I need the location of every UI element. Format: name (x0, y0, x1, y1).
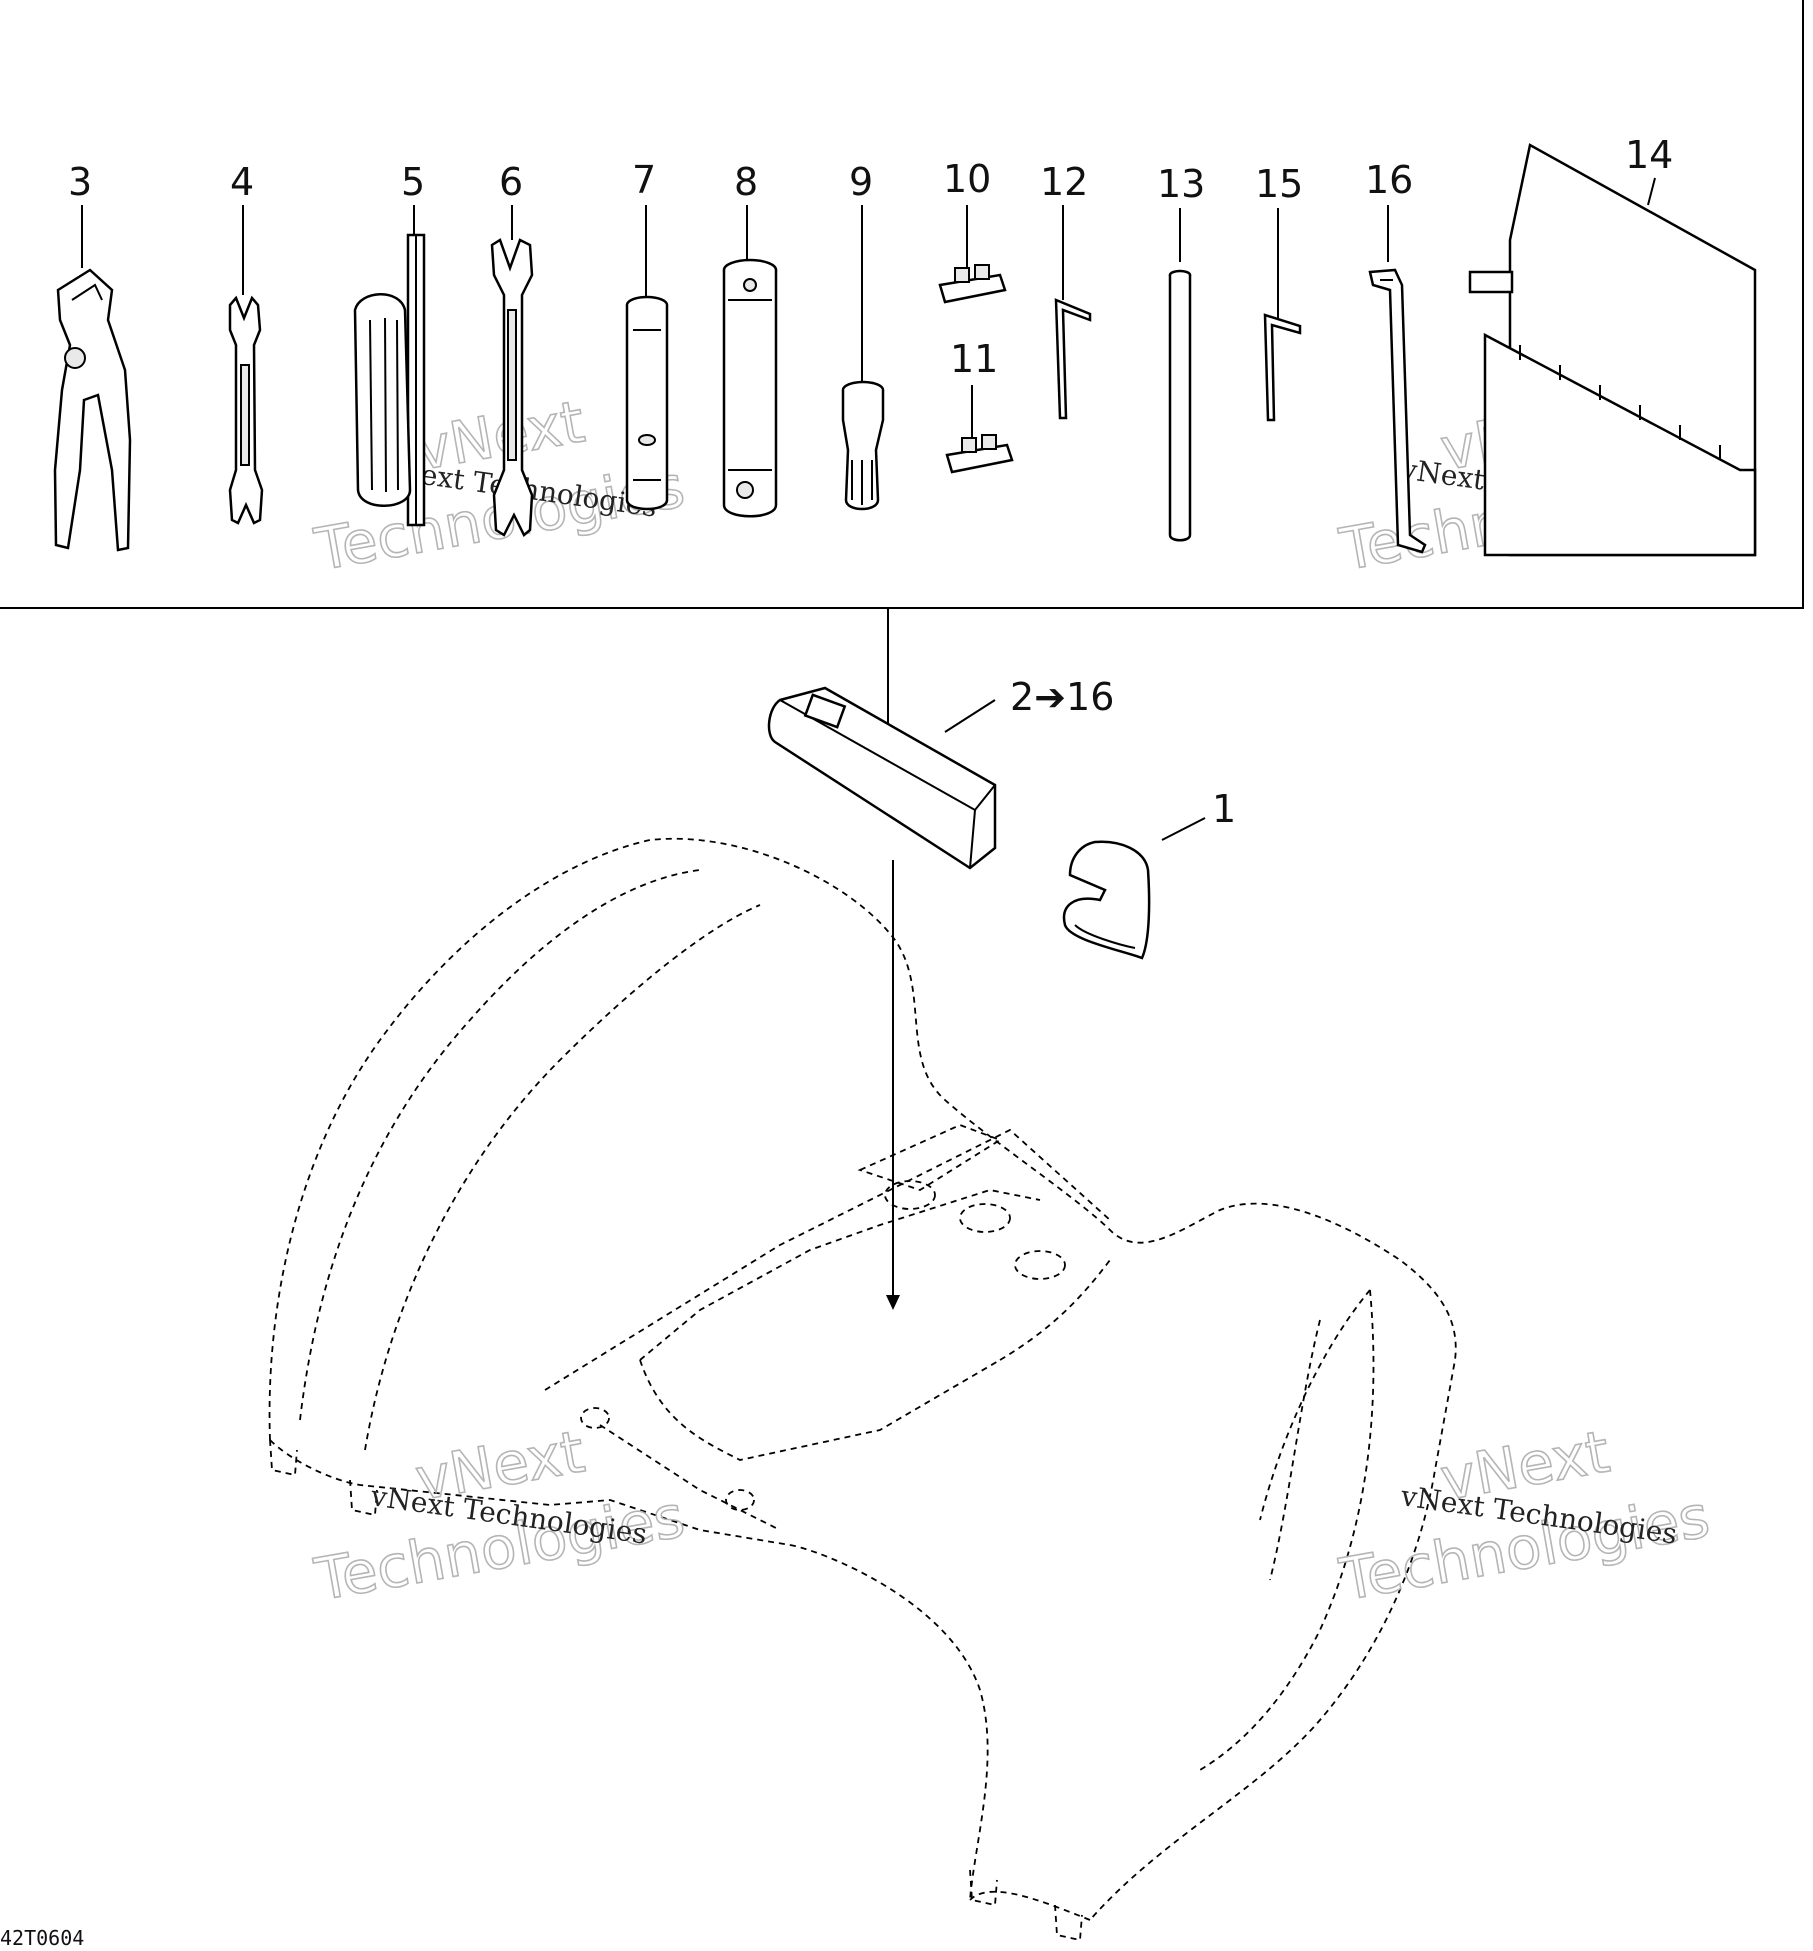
callout-label-3: 3 (68, 160, 92, 204)
callout-15: 15 (1255, 162, 1303, 318)
callout-label-10: 10 (943, 157, 991, 201)
callout-13: 13 (1157, 162, 1205, 262)
allen-key-15-icon (1263, 313, 1302, 422)
fuse-10-icon (938, 264, 1007, 304)
callout-label-1: 1 (1212, 787, 1236, 831)
rear-fender-outline (268, 837, 1457, 1942)
callout-label-11: 11 (950, 337, 998, 381)
strap-icon (1062, 840, 1151, 960)
toolkit-frame (0, 0, 1804, 609)
callout-label-7: 7 (632, 158, 656, 202)
callout-label-4: 4 (230, 160, 254, 204)
callout-5: 5 (401, 160, 425, 235)
wrench-small-icon (228, 295, 264, 525)
callout-6: 6 (499, 160, 523, 240)
callout-2-16: 2➔16 (944, 675, 1114, 733)
watermark-lower-left: vNext Technologies vNext Technologies (309, 1417, 690, 1615)
callout-label-2-16: 2➔16 (1010, 675, 1114, 719)
callout-9: 9 (849, 160, 873, 385)
bent-wrench-icon (1368, 268, 1427, 554)
tool-pouch-icon (1468, 143, 1757, 557)
watermark-lower-right: vNext Technologies vNext Technologies (1334, 1417, 1715, 1615)
callout-label-13: 13 (1157, 162, 1205, 206)
callout-label-16: 16 (1365, 158, 1413, 202)
callout-3: 3 (68, 160, 92, 268)
callout-12: 12 (1040, 160, 1088, 300)
screwdriver-icon (353, 233, 426, 527)
callout-14: 14 (1625, 133, 1673, 206)
callout-1: 1 (1161, 787, 1236, 841)
socket-tube-large-icon (722, 258, 778, 518)
spark-plug-tool-icon (841, 380, 885, 511)
tool-bag-icon (767, 686, 997, 870)
callout-label-5: 5 (401, 160, 425, 204)
drawing-code: 42T0604 (0, 1926, 84, 1950)
callout-label-14: 14 (1625, 133, 1673, 177)
callout-11: 11 (950, 337, 998, 445)
wrench-large-icon (490, 238, 534, 537)
callout-10: 10 (943, 157, 991, 268)
callout-8: 8 (734, 160, 758, 262)
fuse-11-icon (945, 434, 1014, 474)
callout-label-12: 12 (1040, 160, 1088, 204)
callout-16: 16 (1365, 158, 1413, 262)
pliers-icon (53, 268, 132, 552)
callout-label-15: 15 (1255, 162, 1303, 206)
callout-label-6: 6 (499, 160, 523, 204)
callout-label-8: 8 (734, 160, 758, 204)
callout-4: 4 (230, 160, 254, 295)
allen-key-12-icon (1054, 298, 1092, 420)
rod-icon (1168, 269, 1192, 542)
socket-tube-small-icon (625, 295, 669, 511)
callout-label-9: 9 (849, 160, 873, 204)
install-arrow (886, 860, 900, 1310)
